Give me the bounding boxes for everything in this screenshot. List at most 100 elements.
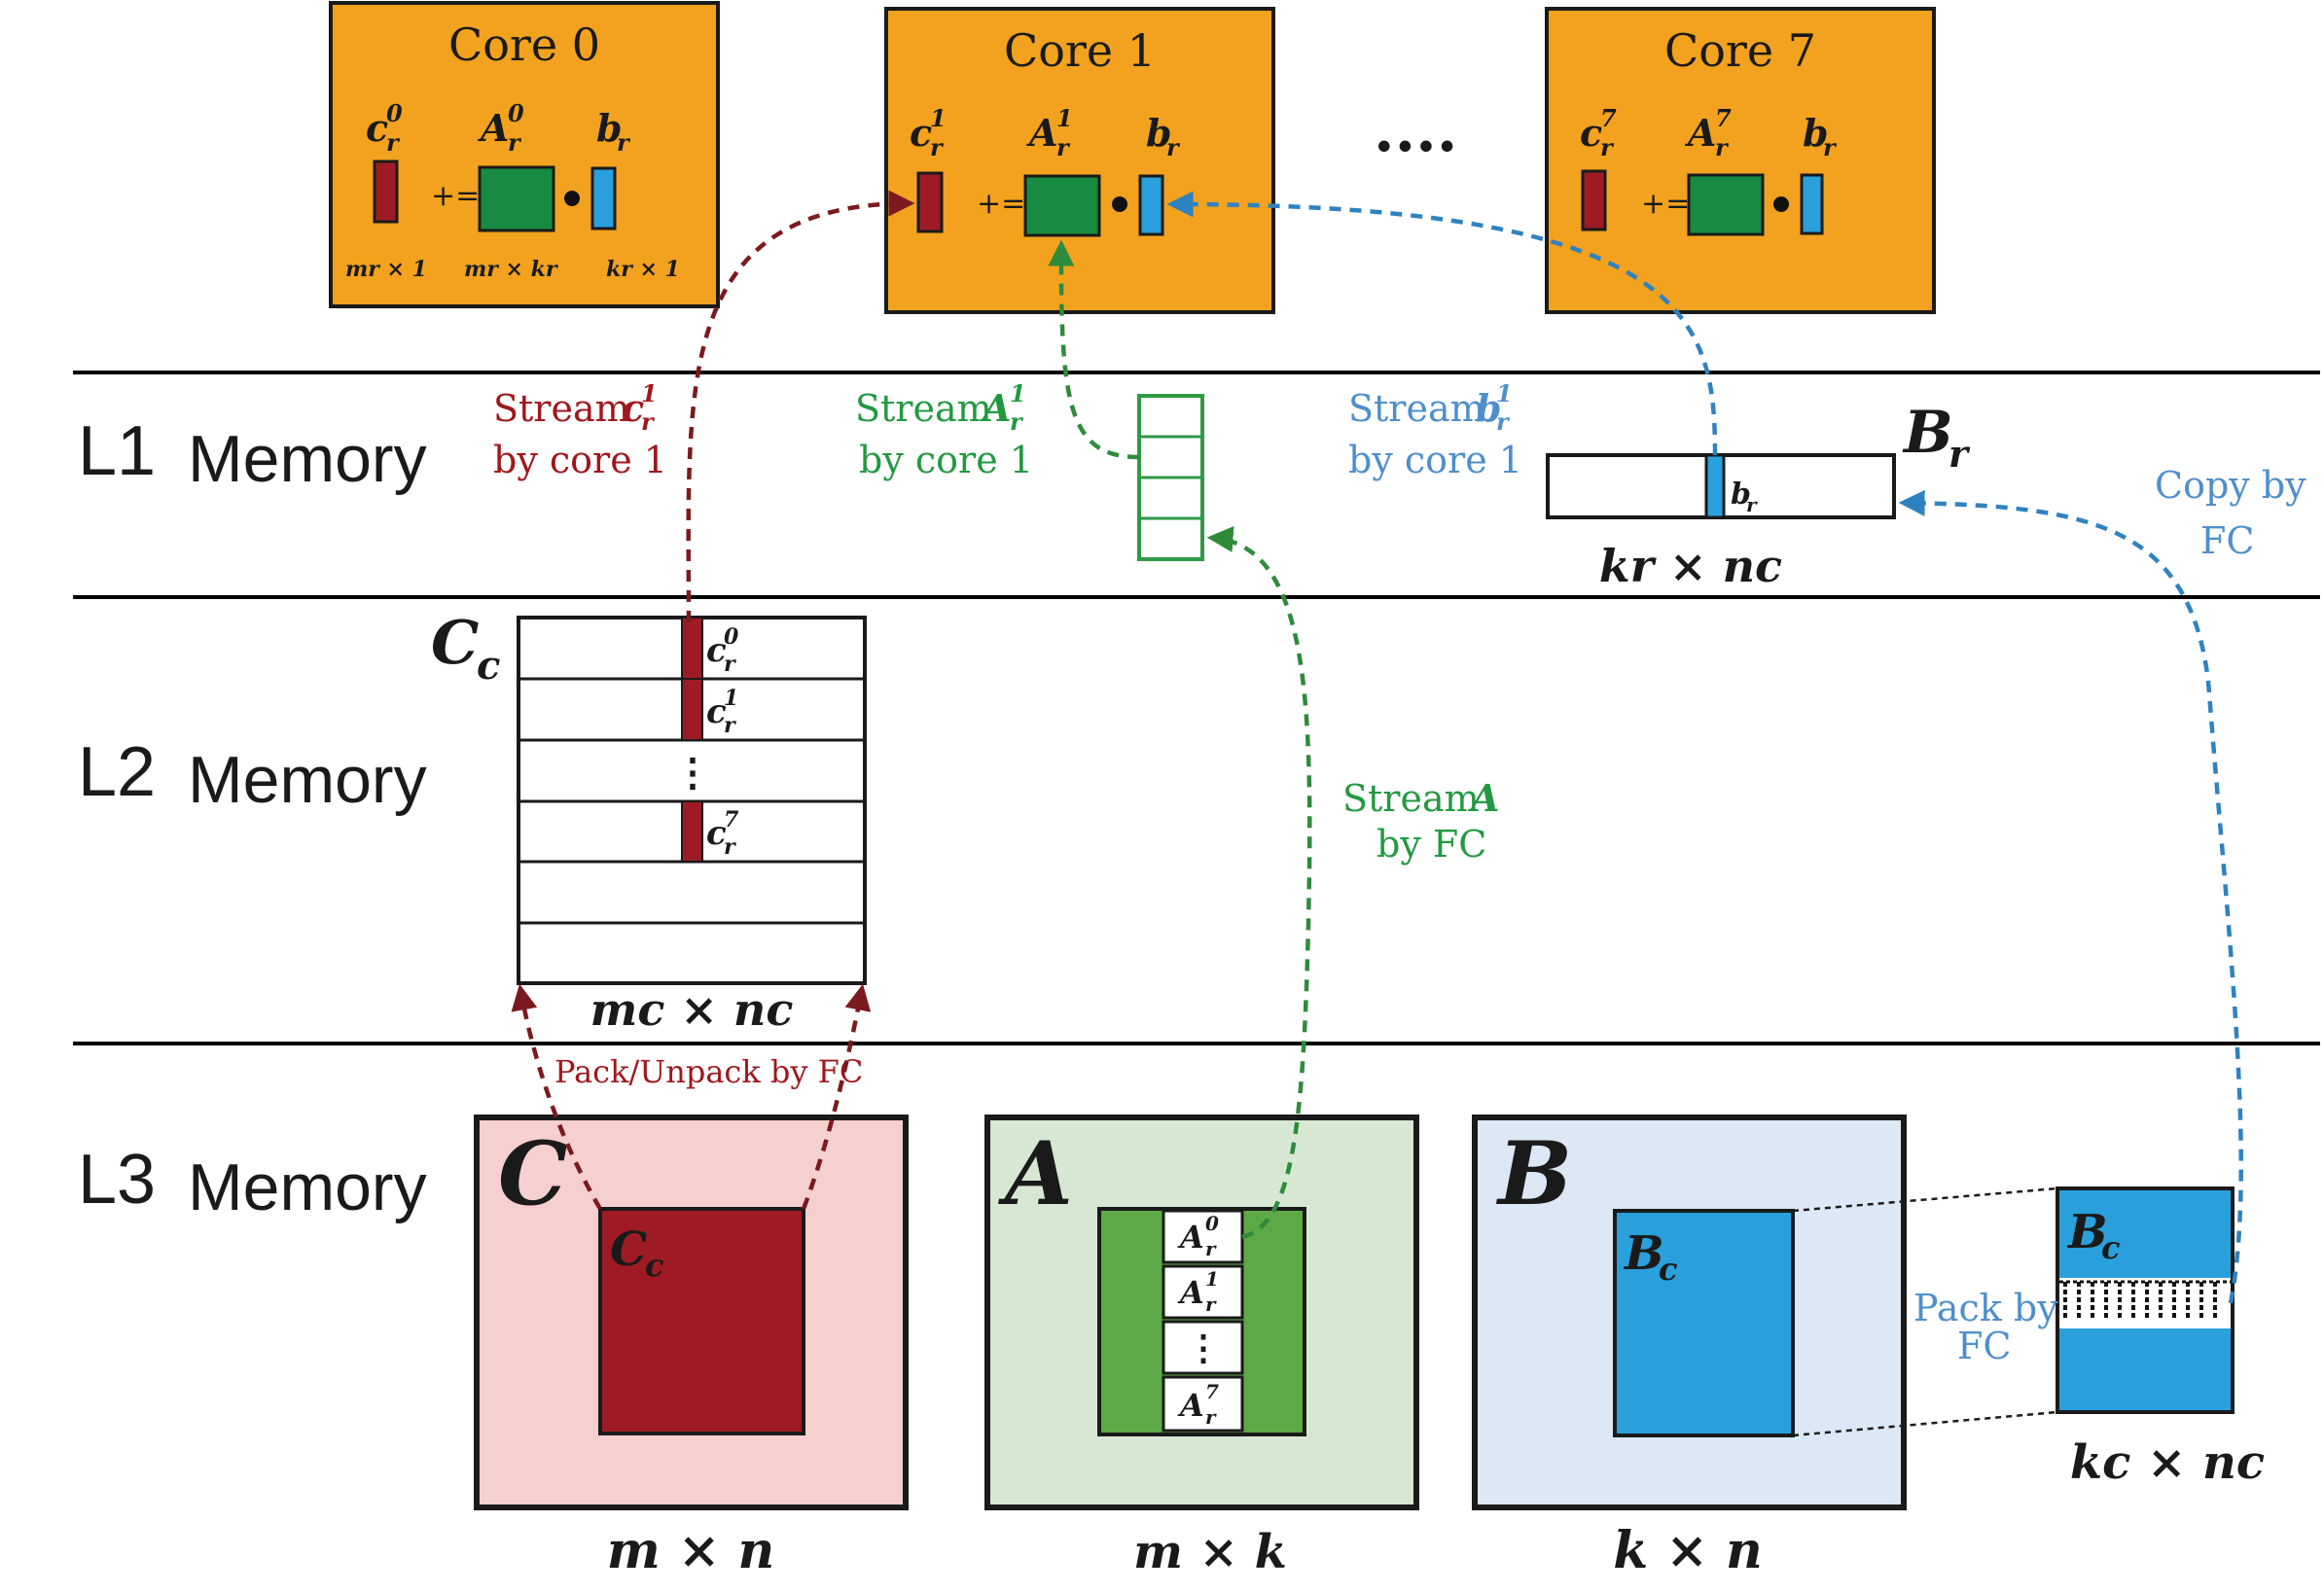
annot-line2: by FC bbox=[1377, 823, 1486, 866]
c-sup: 1 bbox=[930, 104, 947, 132]
annot-line1: Copy by bbox=[2155, 464, 2306, 507]
a-matrix-dim: m × k bbox=[1133, 1525, 1287, 1579]
c-matrix-dim: m × n bbox=[607, 1521, 775, 1580]
core-title: Core 0 bbox=[448, 18, 600, 71]
level-word: Memory bbox=[188, 743, 427, 817]
br-inner-label: b bbox=[1731, 478, 1751, 512]
cc-dim: mc × nc bbox=[590, 983, 794, 1036]
annot-line1: Stream bbox=[855, 387, 992, 430]
cc-block-label: C bbox=[610, 1222, 647, 1277]
ar-slot-1 bbox=[1162, 1264, 1244, 1320]
packed-bc-arrow-hatch bbox=[2059, 1280, 2231, 1321]
core-box bbox=[329, 1, 720, 308]
ar-ellipsis: ⋮ bbox=[1186, 1328, 1221, 1368]
br-sub: r bbox=[1949, 432, 1971, 476]
stream-a-fc-annotation: Stream A by FC bbox=[1342, 776, 1499, 866]
ar-label-7: A 7 r bbox=[1177, 1380, 1219, 1429]
level-word: Memory bbox=[188, 422, 427, 496]
dot-op bbox=[564, 191, 580, 206]
cc-sub: c bbox=[477, 643, 500, 689]
a-sub: r bbox=[1715, 133, 1730, 161]
svg-text:c: c bbox=[706, 692, 727, 731]
packed-bc-dim: kc × nc bbox=[2070, 1435, 2265, 1490]
annot-line2: FC bbox=[2200, 519, 2254, 562]
dim-c: mr × 1 bbox=[345, 257, 427, 282]
bc-block bbox=[1613, 1209, 1795, 1437]
annot-sym: A bbox=[980, 386, 1011, 430]
l2-cc-buffer: C c c 0 r c 1 r ⋮ c 7 r mc × nc bbox=[431, 607, 867, 1036]
cc-row0-column bbox=[681, 617, 703, 680]
plus-equals-op: += bbox=[1641, 187, 1690, 221]
l1-br-buffer: b r B r kr × nc bbox=[1546, 399, 1971, 592]
a-label: A bbox=[1026, 111, 1057, 155]
stream-c-annotation: Stream c 1 r by core 1 bbox=[493, 379, 667, 481]
annot-sub: r bbox=[1496, 407, 1511, 436]
c-sup: 0 bbox=[386, 99, 403, 127]
b-sub: r bbox=[1823, 133, 1838, 161]
annot-sym: b bbox=[1476, 386, 1502, 430]
b-vector bbox=[1138, 174, 1164, 236]
a-sup: 1 bbox=[1056, 104, 1073, 132]
ar-slot-ellipsis bbox=[1162, 1320, 1244, 1375]
annot-sup: 1 bbox=[1010, 379, 1026, 407]
level-word: Memory bbox=[188, 1150, 427, 1224]
svg-text:r: r bbox=[1205, 1292, 1217, 1316]
svg-text:0: 0 bbox=[1205, 1212, 1219, 1235]
level-label-l1: L1 Memory bbox=[78, 412, 427, 496]
annot-sub: r bbox=[641, 407, 656, 436]
dot-op bbox=[1112, 196, 1127, 212]
a-label: A bbox=[478, 106, 509, 150]
c-sup: 7 bbox=[1600, 104, 1617, 132]
level-number: L2 bbox=[78, 733, 156, 811]
l3-b-matrix: B B c k × n bbox=[1472, 1115, 1907, 1580]
a-label: A bbox=[1685, 111, 1716, 155]
c-sub: r bbox=[930, 133, 945, 161]
ar-label-0: A 0 r bbox=[1177, 1212, 1219, 1260]
cores-ellipsis: .... bbox=[1374, 94, 1457, 165]
annot-line1: Stream bbox=[1348, 387, 1485, 430]
dim-b: kr × 1 bbox=[606, 257, 680, 282]
annot-sub: r bbox=[1010, 407, 1024, 436]
l3-c-matrix: C C c m × n bbox=[474, 1115, 909, 1580]
core-7: Core 7 c 7 r A 7 r b r += bbox=[1545, 7, 1936, 314]
a-sub: r bbox=[1056, 133, 1071, 161]
pack-unpack-annotation: Pack/Unpack by FC bbox=[554, 1053, 863, 1090]
br-dim: kr × nc bbox=[1599, 540, 1782, 592]
c-label: c bbox=[910, 111, 932, 155]
b-label: b bbox=[1803, 111, 1829, 155]
dot-op bbox=[1773, 196, 1789, 212]
core-title: Core 1 bbox=[1004, 24, 1156, 77]
cc-row-label-7: c 7 r bbox=[706, 807, 739, 860]
b-matrix-dim: k × n bbox=[1613, 1521, 1763, 1580]
svg-text:r: r bbox=[1205, 1237, 1217, 1260]
svg-text:A: A bbox=[1177, 1219, 1204, 1256]
level-number: L3 bbox=[78, 1141, 156, 1219]
c-sub: r bbox=[1600, 133, 1615, 161]
svg-text:r: r bbox=[724, 713, 736, 738]
annot-sym: A bbox=[1468, 776, 1499, 820]
core-1: Core 1 c 1 r A 1 r b r += bbox=[884, 7, 1275, 314]
cc-row1-column bbox=[681, 678, 703, 741]
ar-slot-7 bbox=[1162, 1375, 1244, 1433]
ar-label-1: A 1 r bbox=[1177, 1267, 1219, 1316]
packed-bc-buffer: B c kc × nc bbox=[1792, 1186, 2265, 1490]
c-vector bbox=[373, 159, 399, 224]
a-block bbox=[1023, 174, 1101, 237]
copy-fc-arrow bbox=[1898, 489, 2243, 1304]
svg-text:r: r bbox=[1205, 1405, 1217, 1429]
svg-text:c: c bbox=[706, 814, 727, 853]
l3-a-matrix: A A 0 r A 1 r ⋮ A 7 r m × k bbox=[984, 1115, 1419, 1579]
b-vector bbox=[590, 166, 617, 230]
c-label: c bbox=[1580, 111, 1602, 155]
br-label: B bbox=[1902, 399, 1953, 467]
br-selected-column bbox=[1704, 453, 1726, 519]
a-sup: 0 bbox=[508, 99, 524, 127]
annot-line1: Stream bbox=[493, 387, 630, 430]
annot-sup: 1 bbox=[641, 379, 658, 407]
c-vector bbox=[916, 171, 944, 233]
svg-text:0: 0 bbox=[724, 624, 739, 650]
annot-line2: by core 1 bbox=[859, 439, 1033, 481]
c-matrix-label: C bbox=[498, 1122, 568, 1225]
pack-unpack-arrow-left bbox=[511, 983, 602, 1211]
